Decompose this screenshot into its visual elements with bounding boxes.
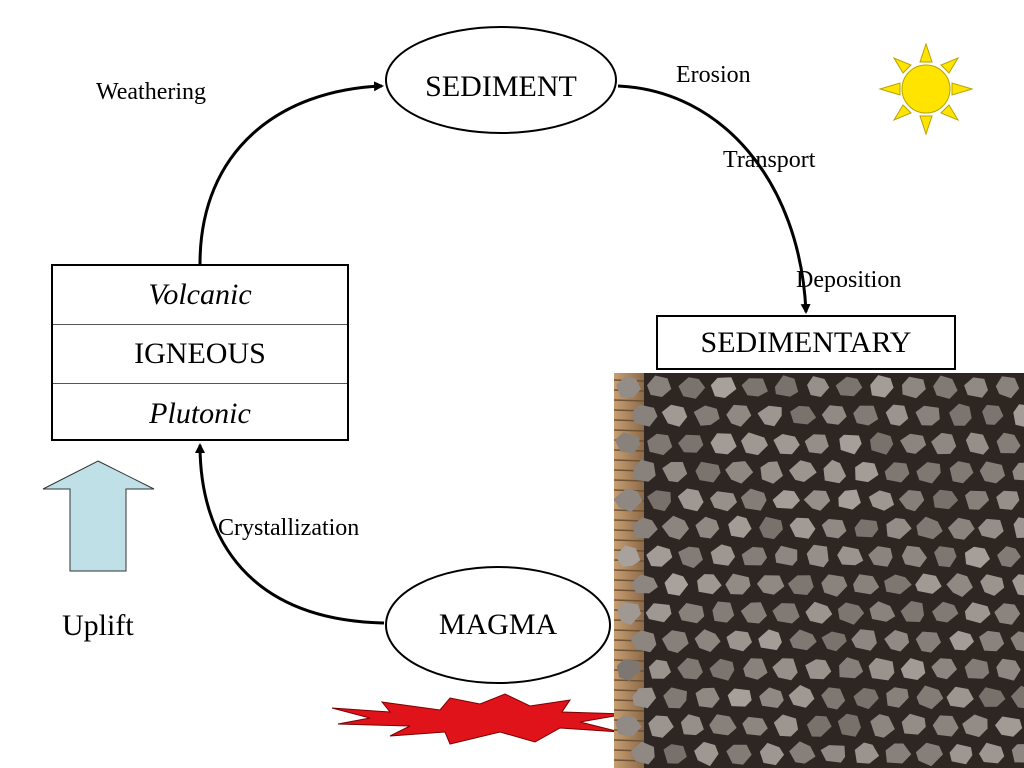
igneous-volcanic: Volcanic: [53, 266, 347, 325]
igneous-plutonic: Plutonic: [149, 396, 251, 430]
uplift-arrow-icon: [42, 460, 155, 572]
label-crystallization: Crystallization: [218, 515, 360, 541]
label-uplift: Uplift: [62, 609, 134, 642]
igneous-node: Volcanic IGNEOUS Plutonic: [51, 264, 349, 441]
igneous-title: IGNEOUS: [53, 325, 347, 384]
sediment-label: SEDIMENT: [425, 70, 577, 103]
arrow-crystallization: [195, 443, 385, 625]
dried-mud-photo: [614, 373, 1024, 768]
sun-icon: [878, 42, 974, 136]
mud-texture: [614, 373, 1024, 768]
label-weathering: Weathering: [96, 79, 207, 105]
label-deposition: Deposition: [796, 267, 902, 293]
magma-label: MAGMA: [438, 608, 558, 641]
arrow-weathering: [198, 81, 384, 265]
label-transport: Transport: [723, 147, 816, 173]
sedimentary-node: SEDIMENTARY: [656, 315, 956, 370]
sediment-node: [385, 26, 617, 134]
magma-node: [385, 566, 611, 684]
label-erosion: Erosion: [676, 62, 751, 88]
heat-burst-icon: [331, 693, 627, 745]
arrow-deposition: [617, 84, 811, 314]
